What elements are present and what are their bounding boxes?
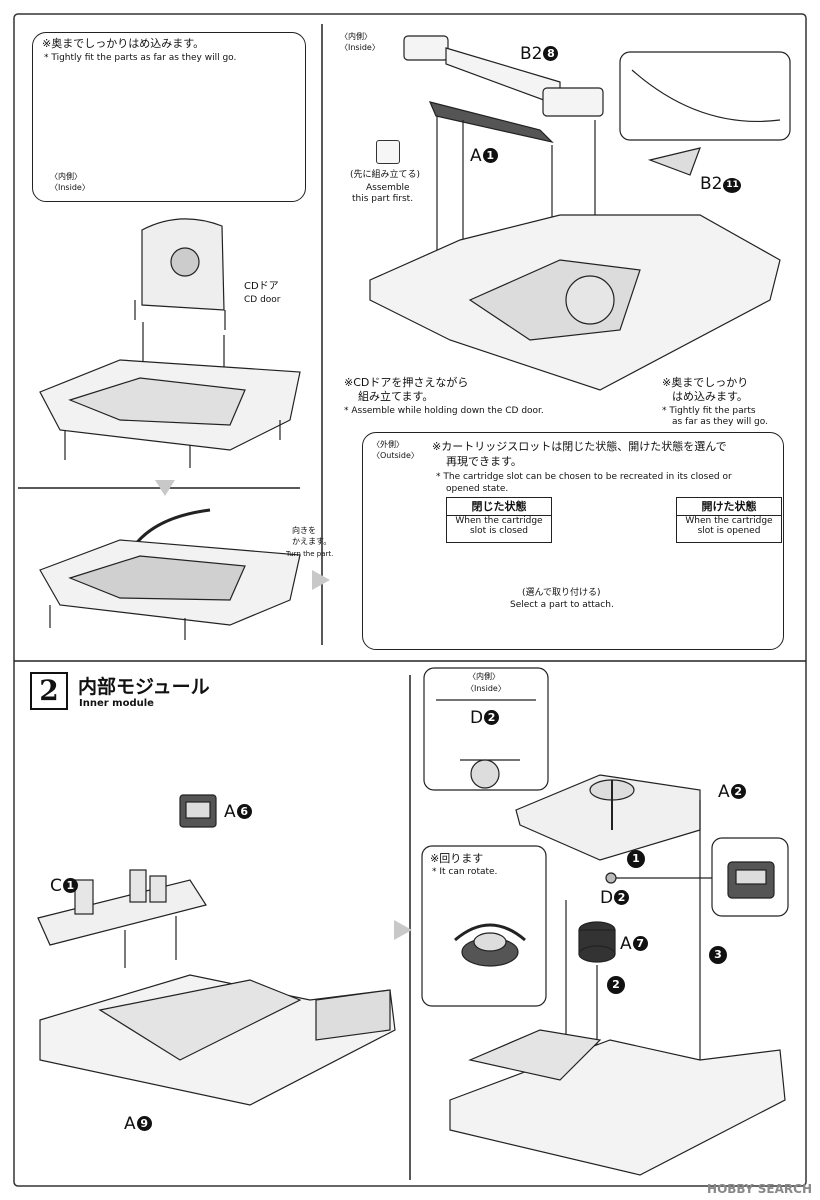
slot-note-en-2: opened state. (446, 484, 509, 494)
inside3-label-en: 〈Inside〉 (466, 684, 506, 693)
rotate-note: ※回ります (430, 852, 484, 865)
closed-state-card: 閉じた状態 When the cartridge slot is closed (446, 497, 552, 543)
turn-note-jp-1: 向きを (292, 526, 316, 535)
inside-label: 〈内側〉 (50, 172, 82, 181)
part-number-badge: 2 (730, 784, 746, 799)
part-number-badge: 9 (136, 1116, 152, 1131)
sequence-step-1: 1 (627, 850, 645, 868)
step-number: 2 (39, 674, 59, 707)
tight2-note-1: ※奥までしっかり (662, 376, 749, 389)
part-number-badge: 2 (614, 890, 630, 905)
opened-state-en-2: slot is opened (697, 526, 761, 536)
closed-state-en-2: slot is closed (469, 526, 529, 536)
sequence-step-2: 2 (607, 976, 625, 994)
inside-label-en: 〈Inside〉 (50, 183, 90, 192)
turn-note-jp-2: かえます。 (292, 537, 332, 546)
opened-state-en-1: When the cartridge (685, 516, 773, 526)
assemble-first-icon (376, 140, 400, 164)
tight-fit-note-en: * Tightly fit the parts as far as they w… (44, 53, 237, 63)
tight-fit-inset (32, 32, 306, 202)
assemble-first-en-2: this part first. (352, 194, 414, 204)
slot-note-1: ※カートリッジスロットは閉じた状態、開けた状態を選んで (432, 440, 727, 453)
part-number-badge: 2 (484, 710, 500, 725)
cd-door-label: CDドア (244, 281, 279, 292)
tight2-note-2: はめ込みます。 (672, 390, 748, 403)
hold-cd-note-2: 組み立てます。 (358, 390, 434, 403)
step-title: 内部モジュール (78, 676, 210, 698)
opened-state-title: 開けた状態 (677, 498, 781, 516)
sequence-step-3: 3 (709, 946, 727, 964)
tight-fit-note: ※奥までしっかりはめ込みます。 (42, 37, 205, 50)
tight2-note-en-2: as far as they will go. (672, 417, 768, 427)
part-number-badge: 7 (632, 936, 648, 951)
tight2-note-en-1: * Tightly fit the parts (662, 406, 756, 416)
rotate-note-en: * It can rotate. (432, 867, 498, 877)
inside3-label: 〈内側〉 (468, 672, 500, 681)
part-number-badge: 1 (482, 148, 498, 163)
part-number-badge: 1 (62, 878, 78, 893)
opened-state-card: 開けた状態 When the cartridge slot is opened (676, 497, 782, 543)
part-number-badge: 11 (723, 178, 742, 193)
part-number-badge: 8 (543, 46, 559, 61)
slot-note-en-1: * The cartridge slot can be chosen to be… (436, 472, 732, 482)
closed-state-title: 閉じた状態 (447, 498, 551, 516)
turn-note-en: Turn the part. (286, 550, 334, 558)
hold-cd-note-1: ※CDドアを押さえながら (344, 376, 469, 389)
select-part-jp: (選んで取り付ける) (522, 588, 601, 598)
part-number-badge: 6 (236, 804, 252, 819)
inside2-label: 〈内側〉 (340, 32, 372, 41)
select-part-en: Select a part to attach. (510, 600, 614, 610)
outside-label: 〈外側〉 (372, 440, 404, 449)
step-number-badge: 2 (30, 672, 68, 710)
step-title-en: Inner module (79, 698, 154, 709)
slot-note-2: 再現できます。 (446, 455, 522, 468)
cd-door-label-en: CD door (244, 295, 281, 305)
inside2-label-en: 〈Inside〉 (340, 43, 380, 52)
outside-label-en: 〈Outside〉 (372, 451, 419, 460)
assemble-first-en-1: Assemble (366, 183, 410, 193)
closed-state-en-1: When the cartridge (455, 516, 543, 526)
watermark: HOBBY SEARCH (707, 1182, 812, 1196)
assemble-first-jp: (先に組み立てる) (350, 170, 421, 180)
hold-cd-note-en: * Assemble while holding down the CD doo… (344, 406, 544, 416)
